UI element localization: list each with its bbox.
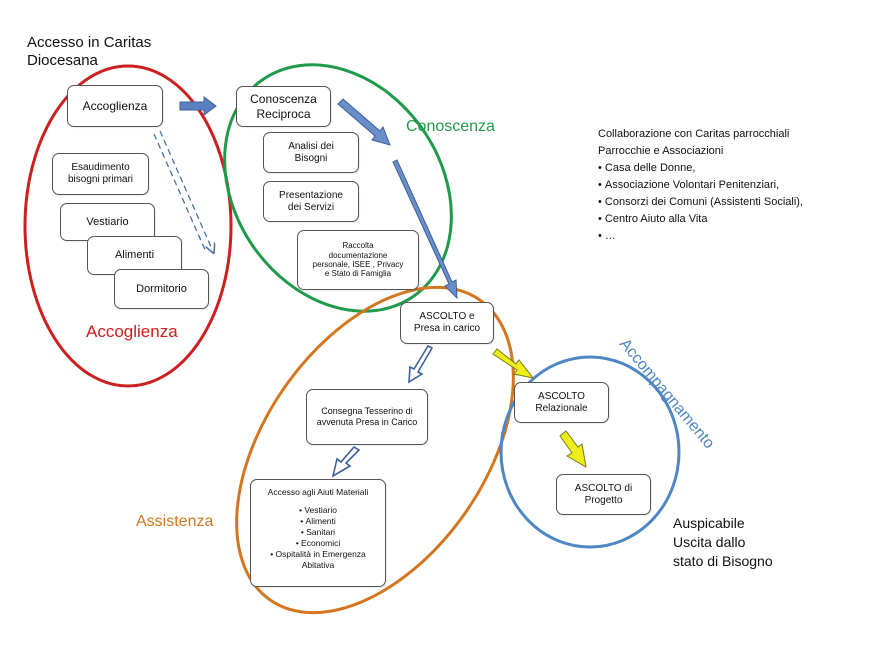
aiuti-item: Ospitalità in Emergenza xyxy=(268,549,369,560)
presentazione-line-2: dei Servizi xyxy=(287,201,335,213)
ascolto-presa-line-1: ASCOLTO e xyxy=(419,311,475,323)
analisi-line-1: Analisi dei xyxy=(288,140,334,152)
title-line-1: Accesso in Caritas xyxy=(27,34,152,51)
ascolto-prog-line-1: ASCOLTO di xyxy=(574,482,633,494)
collaborazione-item: Casa delle Donne, xyxy=(598,160,803,177)
box-raccolta-documentazione: Raccolta documentazione personale, ISEE … xyxy=(297,230,419,290)
collaborazione-block: Collaborazione con Caritas parrocchiali … xyxy=(598,126,803,245)
label-accompagnamento: Accompagnamento xyxy=(616,336,718,453)
uscita-block: Auspicabile Uscita dallo stato di Bisogn… xyxy=(673,514,773,571)
box-dormitorio: Dormitorio xyxy=(114,269,209,309)
esaudimento-line-2: bisogni primari xyxy=(67,174,134,185)
conoscenza-line-1: Conoscenza xyxy=(250,92,317,107)
analisi-line-2: Bisogni xyxy=(294,152,328,164)
box-accoglienza: Accoglienza xyxy=(67,85,163,127)
collaborazione-item: Centro Aiuto alla Vita xyxy=(598,211,803,228)
ascolto-rel-line-2: Relazionale xyxy=(535,402,588,414)
ascolto-presa-line-2: Presa in carico xyxy=(413,323,481,334)
assistenza-ellipse xyxy=(235,285,515,615)
dashed-arrow-side xyxy=(159,130,212,249)
accesso-aiuti-title: Accesso agli Aiuti Materiali xyxy=(267,487,369,497)
box-conoscenza-reciproca: Conoscenza Reciproca xyxy=(236,86,331,127)
collaborazione-item: Consorzi dei Comuni (Assistenti Sociali)… xyxy=(598,194,803,211)
collaborazione-list: Casa delle Donne, Associazione Volontari… xyxy=(598,160,803,245)
uscita-line-3: stato di Bisogno xyxy=(673,553,773,569)
aiuti-item: Sanitari xyxy=(268,527,369,538)
conoscenza-ellipse xyxy=(223,63,453,313)
collaborazione-item: … xyxy=(598,228,803,245)
consegna-line-2: avvenuta Presa in Carico xyxy=(316,417,418,427)
box-accoglienza-label: Accoglienza xyxy=(82,98,148,113)
arrow-to-ascolto-relazionale xyxy=(492,348,535,379)
collaborazione-item: Associazione Volontari Penitenziari, xyxy=(598,177,803,194)
conoscenza-line-2: Reciproca xyxy=(256,106,311,121)
ascolto-rel-line-1: ASCOLTO xyxy=(538,390,585,402)
box-analisi-bisogni: Analisi dei Bisogni xyxy=(263,132,359,173)
arrow-to-consegna xyxy=(408,344,434,384)
arrow-accoglienza-to-conoscenza xyxy=(179,96,217,116)
arrow-conoscenza-to-analisi xyxy=(337,98,391,146)
consegna-line-1: Consegna Tesserino di xyxy=(321,406,413,417)
title-line-2: Diocesana xyxy=(27,52,98,69)
box-vestiario-label: Vestiario xyxy=(86,215,129,228)
box-presentazione-servizi: Presentazione dei Servizi xyxy=(263,181,359,222)
collaborazione-line-2: Parrocchie e Associazioni xyxy=(598,145,724,157)
box-alimenti: Alimenti xyxy=(87,236,182,275)
box-vestiario: Vestiario xyxy=(60,203,155,241)
aiuti-item: Alimenti xyxy=(268,516,369,527)
aiuti-item: Economici xyxy=(268,538,369,549)
collaborazione-line-1: Collaborazione con Caritas parrocchiali xyxy=(598,128,790,140)
diagram-title: Accesso in Caritas Diocesana xyxy=(27,34,151,70)
accoglienza-ellipse xyxy=(23,64,233,388)
label-accoglienza: Accoglienza xyxy=(86,322,178,341)
box-ascolto-relazionale: ASCOLTO Relazionale xyxy=(514,382,609,423)
uscita-line-1: Auspicabile xyxy=(673,515,745,531)
raccolta-line-2: documentazione xyxy=(328,250,388,260)
arrow-to-accesso-aiuti xyxy=(331,445,361,478)
raccolta-line-1: Raccolta xyxy=(342,241,374,251)
raccolta-line-4: e Stato di Famiglia xyxy=(324,269,392,279)
box-alimenti-label: Alimenti xyxy=(114,249,155,262)
ascolto-prog-line-2: Progetto xyxy=(584,494,623,506)
label-conoscenza: Conoscenza xyxy=(406,118,495,135)
arrow-to-ascolto-presa xyxy=(392,159,458,300)
accompagnamento-ellipse xyxy=(499,355,681,549)
dashed-arrow xyxy=(153,133,207,253)
box-consegna-tesserino: Consegna Tesserino di avvenuta Presa in … xyxy=(306,389,428,445)
box-ascolto-progetto: ASCOLTO di Progetto xyxy=(556,474,651,515)
aiuti-item: Vestiario xyxy=(268,505,369,516)
raccolta-line-3: personale, ISEE , Privacy xyxy=(312,260,404,269)
arrow-to-ascolto-progetto xyxy=(559,430,587,468)
presentazione-line-1: Presentazione xyxy=(279,189,343,201)
uscita-line-2: Uscita dallo xyxy=(673,534,746,550)
box-accesso-aiuti-materiali: Accesso agli Aiuti Materiali Vestiario A… xyxy=(250,479,386,587)
label-assistenza: Assistenza xyxy=(136,513,213,530)
esaudimento-line-1: Esaudimento xyxy=(71,162,130,174)
box-dormitorio-label: Dormitorio xyxy=(136,282,187,295)
aiuti-item-continued: Abitativa xyxy=(301,560,335,571)
box-esaudimento: Esaudimento bisogni primari xyxy=(52,153,149,195)
box-ascolto-presa-in-carico: ASCOLTO e Presa in carico xyxy=(400,302,494,344)
aiuti-list: Vestiario Alimenti Sanitari Economici Os… xyxy=(268,505,369,571)
